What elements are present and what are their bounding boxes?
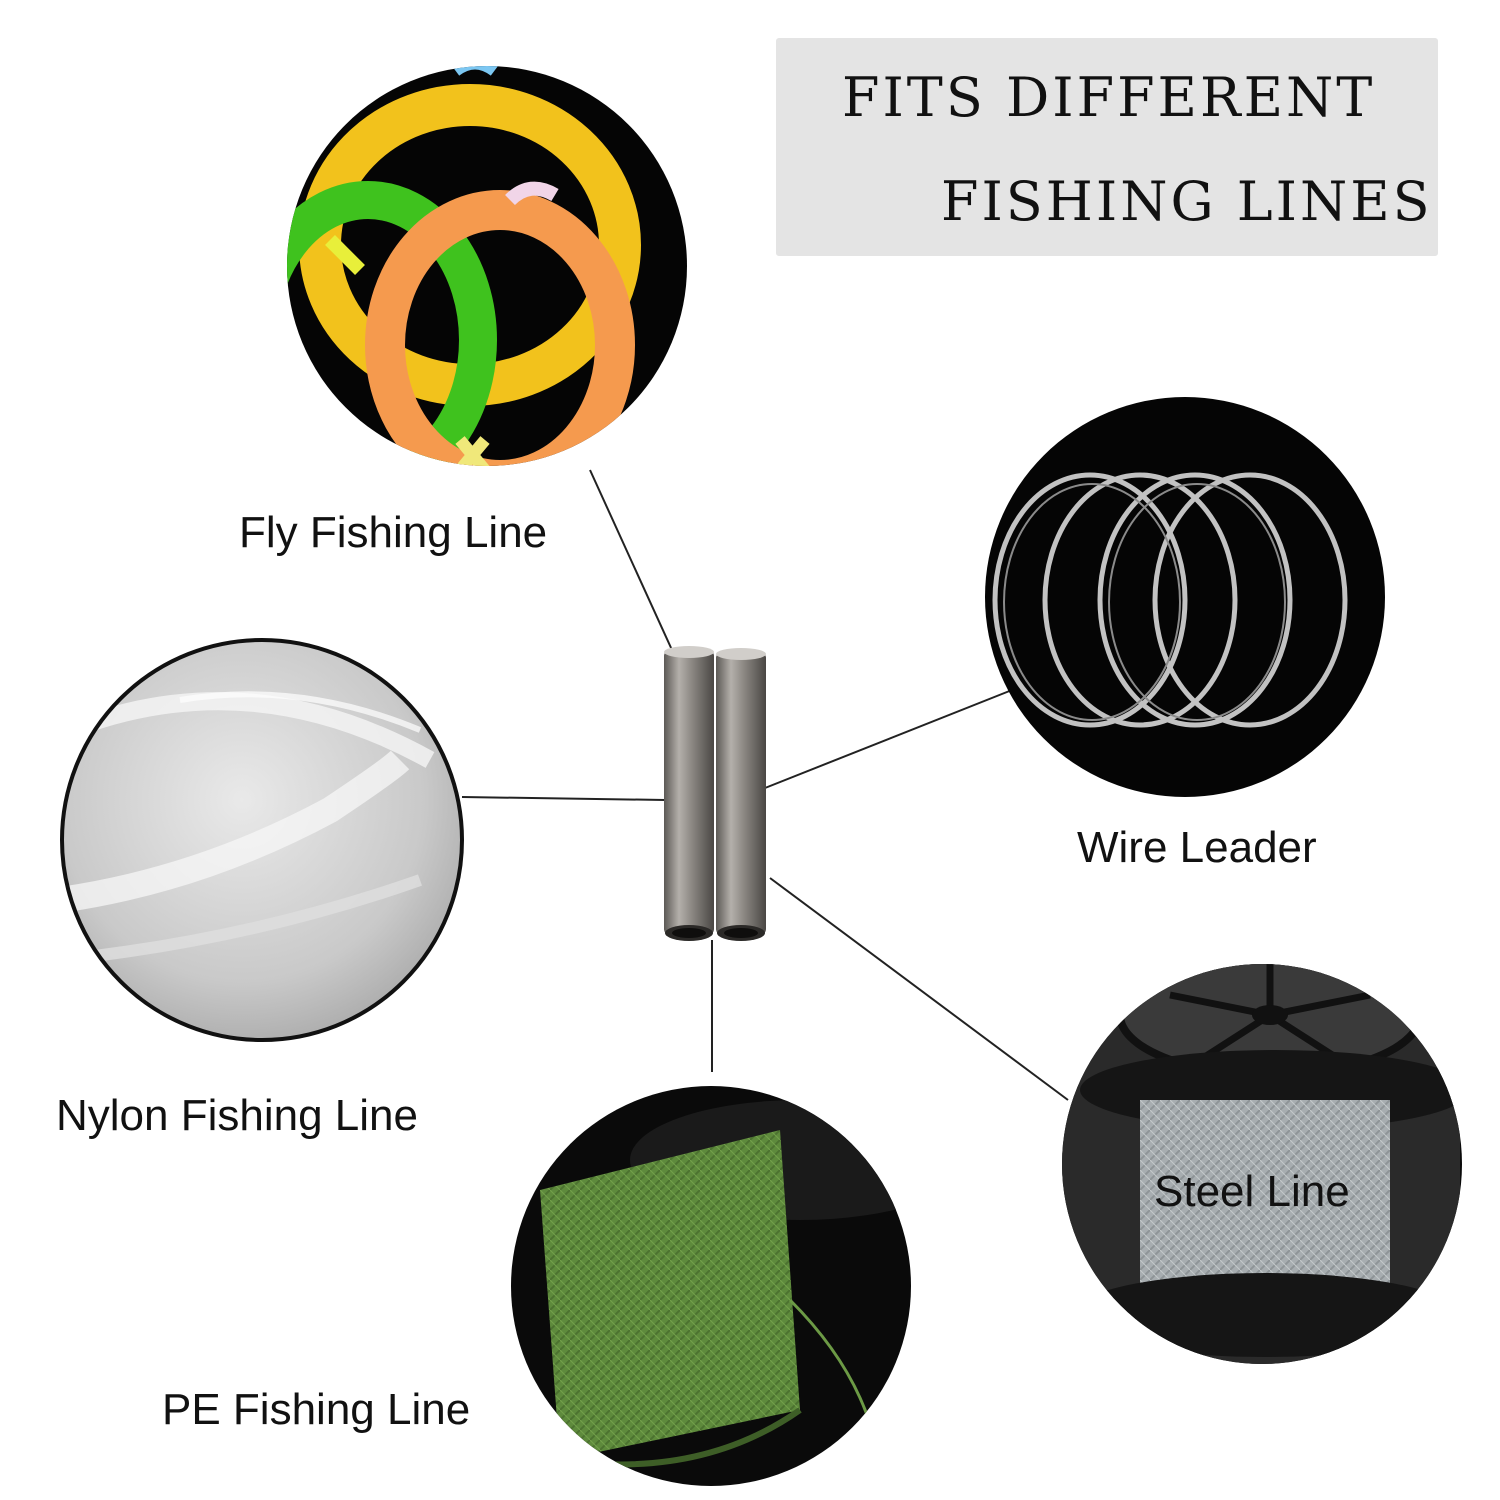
label-pe-fishing-line: PE Fishing Line xyxy=(162,1385,471,1434)
title-line-2: FISHING LINES xyxy=(941,170,1433,233)
connector-nylon xyxy=(461,796,666,801)
title-banner: FITS DIFFERENT FISHING LINES xyxy=(776,38,1438,256)
connector-wire xyxy=(764,689,1013,789)
connector-fly xyxy=(589,469,673,651)
pe-line-image xyxy=(511,1086,911,1486)
label-fly-fishing-line: Fly Fishing Line xyxy=(239,508,548,557)
wire-leader-image xyxy=(985,397,1385,797)
label-wire-leader: Wire Leader xyxy=(1077,823,1317,872)
label-steel-line: Steel Line xyxy=(1154,1167,1350,1216)
steel-line-image xyxy=(1062,964,1462,1364)
fly-line-image xyxy=(287,66,687,466)
crimp-sleeve xyxy=(664,646,766,941)
connector-steel xyxy=(769,877,1069,1101)
title-line-1: FITS DIFFERENT xyxy=(842,66,1376,129)
label-nylon-fishing-line: Nylon Fishing Line xyxy=(56,1091,418,1140)
nylon-line-image xyxy=(60,638,464,1042)
connector-lines xyxy=(461,469,1069,1101)
